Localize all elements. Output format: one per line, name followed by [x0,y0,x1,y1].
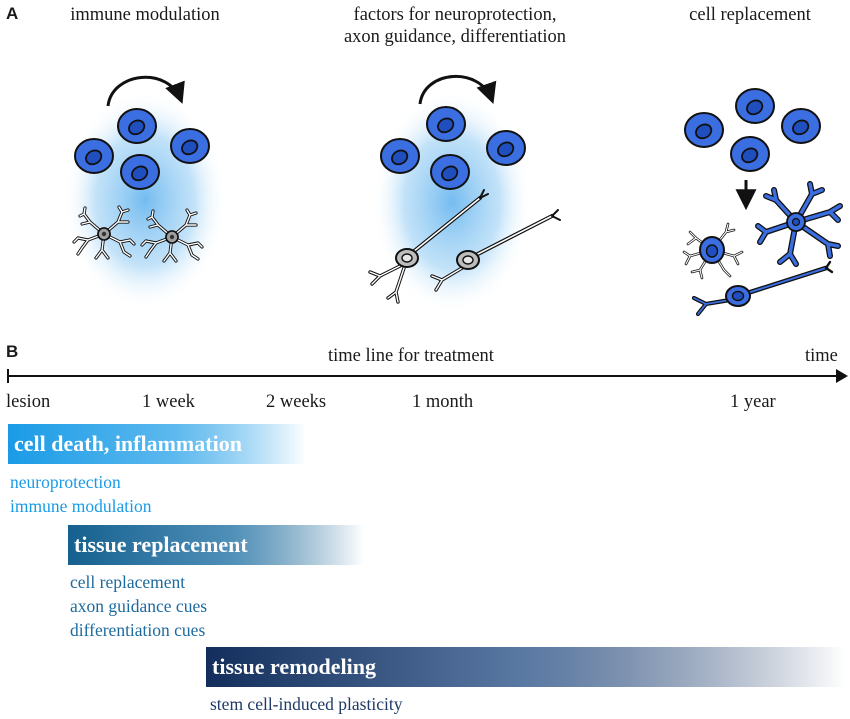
phase-detail-item: neuroprotection [10,472,121,492]
phase-bar-cell-death [8,424,306,464]
phase-detail-item: stem cell-induced plasticity [210,694,403,714]
neuroprotection-illustration [368,75,561,314]
astrocyte-icon [755,181,843,267]
stem-cell-icon [380,138,420,174]
panel-label-b: B [6,342,19,361]
oligodendrocyte-icon [682,222,744,280]
tick-label-1-week: 1 week [142,392,195,412]
stem-cell-icon [120,154,160,190]
neuron-icon [691,260,834,317]
phase-detail-item: axon guidance cues [70,596,208,616]
timeline-title: time line for treatment [328,346,494,366]
phase-detail-item: differentiation cues [70,620,206,640]
tick-label-2-weeks: 2 weeks [266,392,327,412]
phase-bar-tissue-remodeling [206,647,846,687]
stem-cell-icon [426,106,466,142]
stem-cell-icon [684,112,724,148]
panel-label-a: A [6,4,19,23]
phase-detail-item: cell replacement [70,572,186,592]
immune-modulation-illustration [63,75,227,310]
tick-label-1-month: 1 month [412,392,474,412]
stem-cell-icon [170,128,210,164]
caption-immune-modulation: immune modulation [70,5,220,25]
neuron-icon [430,209,561,292]
tick-label-1-year: 1 year [730,392,776,412]
neuron-icon [368,189,489,304]
phase-details-tissue-remodeling: stem cell-induced plasticity [210,692,402,716]
cell-replacement-illustration [682,88,843,317]
stem-cell-icon [781,108,821,144]
axis-end-label: time [805,346,838,366]
phase-details-tissue-replacement: cell replacement axon guidance cues diff… [70,570,207,642]
stem-cell-icon [430,154,470,190]
phase-title-tissue-remodeling: tissue remodeling [212,654,376,679]
stem-cell-icon [486,130,526,166]
timeline-axis [7,369,848,383]
axis-arrow-icon [836,369,848,383]
curved-arrow-icon [106,75,185,107]
curved-arrow-icon [418,75,497,105]
stem-cell-icon [74,138,114,174]
phase-title-tissue-replacement: tissue replacement [74,532,248,557]
phase-details-cell-death: neuroprotection immune modulation [10,470,151,518]
caption-neuroprotection-factors: factors for neuroprotection, axon guidan… [343,5,567,47]
tick-label-lesion: lesion [6,392,51,412]
phase-detail-item: immune modulation [10,496,152,516]
stem-cell-icon [735,88,775,124]
caption-cell-replacement: cell replacement [689,5,811,25]
stem-cell-icon [117,108,157,144]
stem-cell-icon [730,136,770,172]
phase-bar-tissue-replacement [68,525,364,565]
phase-title-cell-death: cell death, inflammation [14,431,242,456]
